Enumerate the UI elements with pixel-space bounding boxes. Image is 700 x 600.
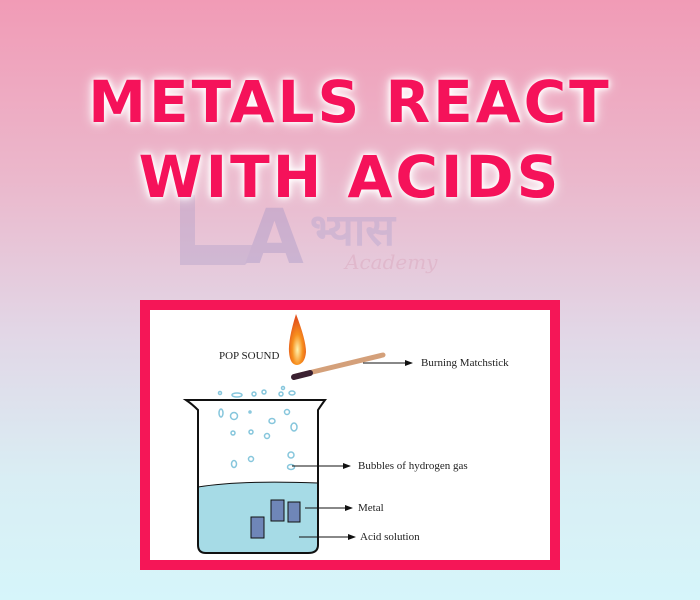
beaker (182, 399, 327, 554)
label-bubbles: Bubbles of hydrogen gas (358, 460, 468, 472)
label-matchstick: Burning Matchstick (421, 357, 509, 369)
hydrogen-bubbles (217, 385, 298, 471)
label-metal: Metal (358, 502, 384, 514)
flame-icon (288, 314, 306, 365)
metal-piece (270, 499, 285, 522)
svg-text:भ्यास: भ्यास (310, 205, 397, 256)
title-line-2: WITH ACIDS (138, 143, 562, 211)
metal-piece (250, 516, 265, 539)
svg-text:A: A (245, 192, 304, 275)
label-acid: Acid solution (360, 531, 420, 543)
svg-text:Academy: Academy (343, 250, 438, 274)
title-line-1: METALS REACT (88, 68, 612, 136)
watermark-logo: A भ्यास Academy TM (175, 148, 539, 281)
metal-piece (287, 501, 301, 523)
label-pop-sound: POP SOUND (219, 350, 279, 362)
